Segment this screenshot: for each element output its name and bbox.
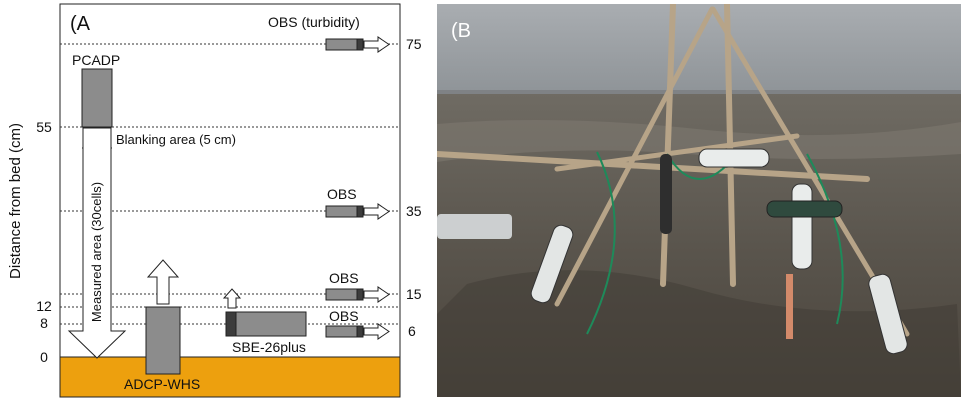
photo-instrument-1 — [698, 148, 770, 168]
obs-6-body — [325, 325, 358, 338]
photo-instrument-3 — [530, 224, 574, 304]
right-tick-75: 75 — [406, 36, 422, 52]
adcp-up-arrow — [146, 259, 180, 305]
pole-5 — [437, 151, 870, 182]
photo-debris — [437, 214, 512, 239]
obs-35-sensor — [356, 205, 364, 218]
sbe-instrument — [225, 311, 307, 337]
right-tick-15: 15 — [406, 286, 422, 302]
photo-puddle — [437, 270, 961, 397]
tick-0: 0 — [40, 349, 48, 365]
photo-instrument-6 — [660, 154, 672, 234]
pole-1 — [660, 4, 676, 287]
tick-55: 55 — [36, 119, 52, 135]
right-tick-6: 6 — [408, 323, 416, 339]
obs-35-label: OBS — [327, 186, 357, 202]
pcadp-label: PCADP — [72, 52, 120, 68]
sbe-label: SBE-26plus — [232, 339, 306, 355]
obs-6-label: OBS — [329, 308, 359, 324]
photo-horizon — [437, 90, 961, 96]
obs-15-sensor — [356, 288, 364, 301]
sbe-up-arrow — [222, 288, 242, 309]
schematic-panel-a: Distance from bed (cm) 55 12 8 0 75 35 1… — [7, 3, 422, 398]
field-photo-panel-b: (B — [437, 4, 961, 397]
seabed — [59, 356, 401, 398]
photo-instrument-5 — [766, 200, 843, 218]
adcp-label: ADCP-WHS — [124, 376, 200, 392]
measured-area-label: Measured area (30cells) — [89, 182, 104, 322]
obs-75-sensor — [356, 38, 364, 51]
obs-35-body — [325, 205, 358, 218]
y-axis-title: Distance from bed (cm) — [7, 123, 24, 279]
obs-6-arrow — [363, 323, 390, 340]
tick-8: 8 — [40, 315, 48, 331]
pcadp-instrument — [81, 68, 113, 128]
photo-instrument-4 — [868, 273, 908, 355]
pole-6 — [554, 133, 800, 172]
panel-b-label: (B — [451, 20, 471, 42]
obs-6-sensor — [356, 325, 364, 338]
photo-stake — [786, 274, 793, 339]
obs-75-body — [325, 38, 358, 51]
obs-15-label: OBS — [329, 270, 359, 286]
obs-turbidity-label: OBS (turbidity) — [268, 14, 360, 30]
panel-a-label: (A — [70, 13, 91, 35]
photo-sky — [437, 4, 961, 92]
rope-2 — [806, 153, 844, 325]
adcp-instrument — [145, 306, 181, 375]
measured-area-arrow — [67, 127, 127, 359]
photo-instrument-2 — [791, 183, 813, 270]
tick-12: 12 — [36, 298, 52, 314]
obs-15-arrow — [363, 286, 390, 303]
sbe-sensor-end — [225, 311, 237, 337]
obs-35-arrow — [363, 203, 390, 220]
blanking-label: Blanking area (5 cm) — [116, 132, 236, 147]
rope-1 — [586, 151, 616, 335]
obs-75-arrow — [363, 36, 390, 53]
right-tick-35: 35 — [406, 203, 422, 219]
obs-15-body — [325, 288, 358, 301]
photo-water-sheen — [437, 120, 961, 162]
